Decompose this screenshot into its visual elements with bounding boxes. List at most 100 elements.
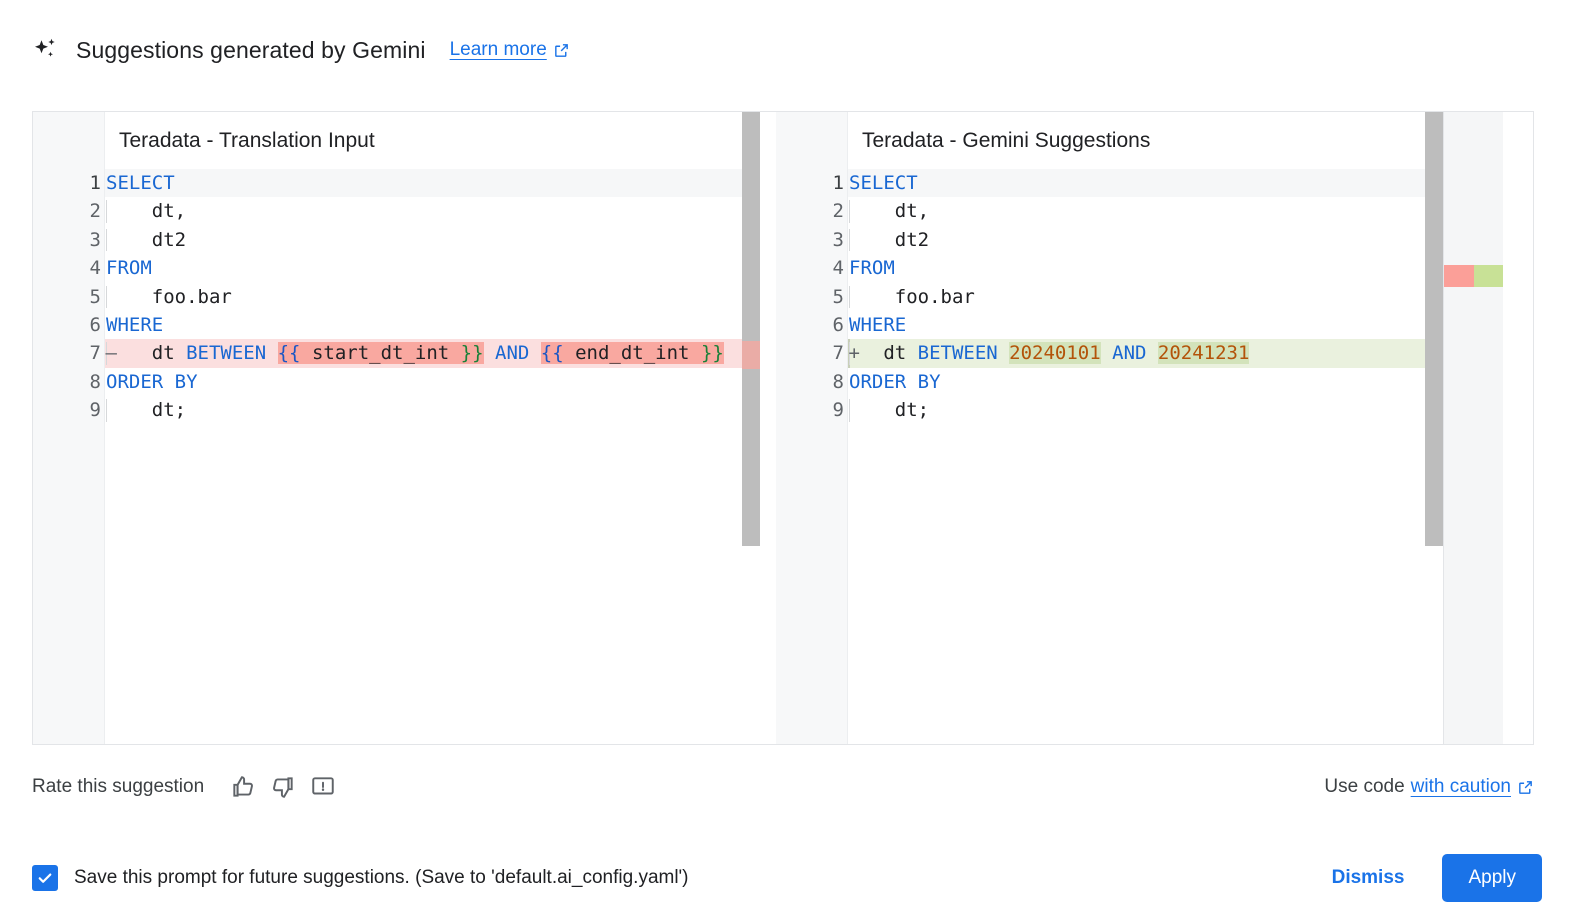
- line-number: 4: [89, 257, 101, 280]
- line-number: 6: [89, 313, 101, 336]
- code-line[interactable]: dt;: [105, 396, 760, 424]
- thumb-down-icon[interactable]: [266, 770, 300, 804]
- line-number: 8: [89, 370, 101, 393]
- code-token: FROM: [106, 257, 152, 280]
- code-token: {{: [277, 342, 301, 365]
- code-token: BETWEEN: [186, 342, 267, 365]
- save-prompt-label: Save this prompt for future suggestions.…: [74, 867, 689, 888]
- diff-sign: +: [848, 342, 860, 365]
- right-gutter-background: [776, 112, 848, 744]
- indent-guide: [106, 342, 107, 365]
- code-token: end_dt_int: [563, 342, 701, 365]
- code-line[interactable]: foo.bar: [105, 283, 760, 311]
- with-caution-label: with caution: [1410, 776, 1511, 797]
- page-title: Suggestions generated by Gemini: [76, 36, 426, 63]
- indent-guide: [106, 200, 107, 223]
- left-pane-body: Teradata - Translation Input SELECT dt, …: [105, 112, 760, 744]
- code-token: start_dt_int: [300, 342, 461, 365]
- line-number: 8: [832, 370, 844, 393]
- with-caution-link[interactable]: with caution: [1411, 776, 1534, 798]
- code-token: [529, 342, 540, 364]
- overview-added-marker: [1474, 265, 1503, 287]
- right-vertical-scrollbar[interactable]: [1425, 112, 1443, 744]
- code-line[interactable]: WHERE: [848, 311, 1503, 339]
- diff-pane-left: Teradata - Translation Input SELECT dt, …: [33, 112, 760, 744]
- line-number: 1: [89, 172, 101, 194]
- code-line[interactable]: ORDER BY: [848, 368, 1503, 396]
- diff-pane-right: Teradata - Gemini Suggestions SELECT dt,…: [776, 112, 1503, 744]
- learn-more-link[interactable]: Learn more: [450, 39, 570, 61]
- code-line[interactable]: dt;: [848, 396, 1503, 424]
- external-link-icon: [1517, 779, 1534, 796]
- code-token: AND: [495, 342, 530, 365]
- code-token: WHERE: [849, 313, 907, 336]
- left-scrollbar-diff-marker: [742, 341, 760, 369]
- code-line[interactable]: WHERE: [105, 311, 760, 339]
- left-vertical-scrollbar[interactable]: [742, 112, 760, 744]
- bottom-action-bar: Save this prompt for future suggestions.…: [0, 838, 1574, 918]
- code-token: dt,: [849, 200, 930, 223]
- code-token: 20241231: [1157, 342, 1250, 365]
- indent-guide: [849, 228, 850, 252]
- code-token: dt: [106, 342, 187, 365]
- overview-ruler[interactable]: [1443, 112, 1503, 744]
- report-issue-icon[interactable]: [306, 770, 340, 804]
- code-token: [1101, 342, 1112, 364]
- dismiss-button[interactable]: Dismiss: [1314, 857, 1423, 899]
- header: Suggestions generated by Gemini Learn mo…: [0, 0, 1574, 70]
- code-line[interactable]: dt BETWEEN 20240101 AND 20241231: [848, 339, 1503, 368]
- overview-deleted-marker: [1444, 265, 1474, 287]
- code-token: [998, 342, 1009, 364]
- code-token: [266, 342, 277, 364]
- code-line[interactable]: foo.bar: [848, 283, 1503, 311]
- line-number: 2: [89, 200, 101, 223]
- code-line[interactable]: dt2: [848, 226, 1503, 254]
- line-number: 5: [89, 285, 101, 308]
- code-line[interactable]: dt2: [105, 226, 760, 254]
- right-pane-title: Teradata - Gemini Suggestions: [848, 112, 1503, 169]
- line-number: 3: [832, 228, 844, 251]
- rate-row: Rate this suggestion Use code with cauti…: [32, 765, 1534, 809]
- line-number: 5: [832, 285, 844, 308]
- code-token: ORDER BY: [849, 370, 941, 393]
- learn-more-label: Learn more: [449, 39, 547, 60]
- left-scrollbar-thumb[interactable]: [742, 112, 760, 546]
- code-token: }}: [700, 342, 724, 365]
- code-line[interactable]: dt,: [848, 197, 1503, 225]
- line-number: 7—: [33, 339, 117, 367]
- code-line[interactable]: SELECT: [105, 169, 760, 198]
- code-token: dt2: [106, 228, 187, 251]
- save-prompt-checkbox[interactable]: [32, 865, 58, 891]
- line-number: 6: [832, 313, 844, 336]
- apply-button[interactable]: Apply: [1442, 854, 1542, 902]
- code-token: WHERE: [106, 313, 164, 336]
- indent-guide: [849, 342, 850, 365]
- indent-guide: [849, 399, 850, 422]
- code-line[interactable]: FROM: [105, 254, 760, 282]
- code-line[interactable]: dt BETWEEN {{ start_dt_int }} AND {{ end…: [105, 339, 760, 368]
- code-token: dt;: [106, 399, 187, 422]
- code-line[interactable]: ORDER BY: [105, 368, 760, 396]
- line-number: 9: [832, 399, 844, 422]
- right-scrollbar-thumb[interactable]: [1425, 112, 1443, 546]
- line-number: 4: [832, 257, 844, 280]
- bottom-actions: Dismiss Apply: [1314, 854, 1542, 902]
- thumb-up-icon[interactable]: [226, 770, 260, 804]
- indent-guide: [106, 228, 107, 252]
- sparkle-icon: [30, 35, 60, 65]
- code-token: dt: [849, 342, 918, 365]
- code-token: BETWEEN: [917, 342, 998, 365]
- code-line[interactable]: FROM: [848, 254, 1503, 282]
- external-link-icon: [553, 42, 570, 59]
- code-token: {{: [540, 342, 564, 365]
- diff-viewer: Teradata - Translation Input SELECT dt, …: [32, 111, 1534, 745]
- code-line[interactable]: SELECT: [848, 169, 1503, 198]
- code-line[interactable]: dt,: [105, 197, 760, 225]
- code-token: 20240101: [1009, 342, 1101, 365]
- right-pane-body: Teradata - Gemini Suggestions SELECT dt,…: [848, 112, 1503, 744]
- diff-sign: —: [105, 342, 117, 365]
- rate-label: Rate this suggestion: [32, 776, 205, 797]
- code-token: ORDER BY: [106, 370, 198, 393]
